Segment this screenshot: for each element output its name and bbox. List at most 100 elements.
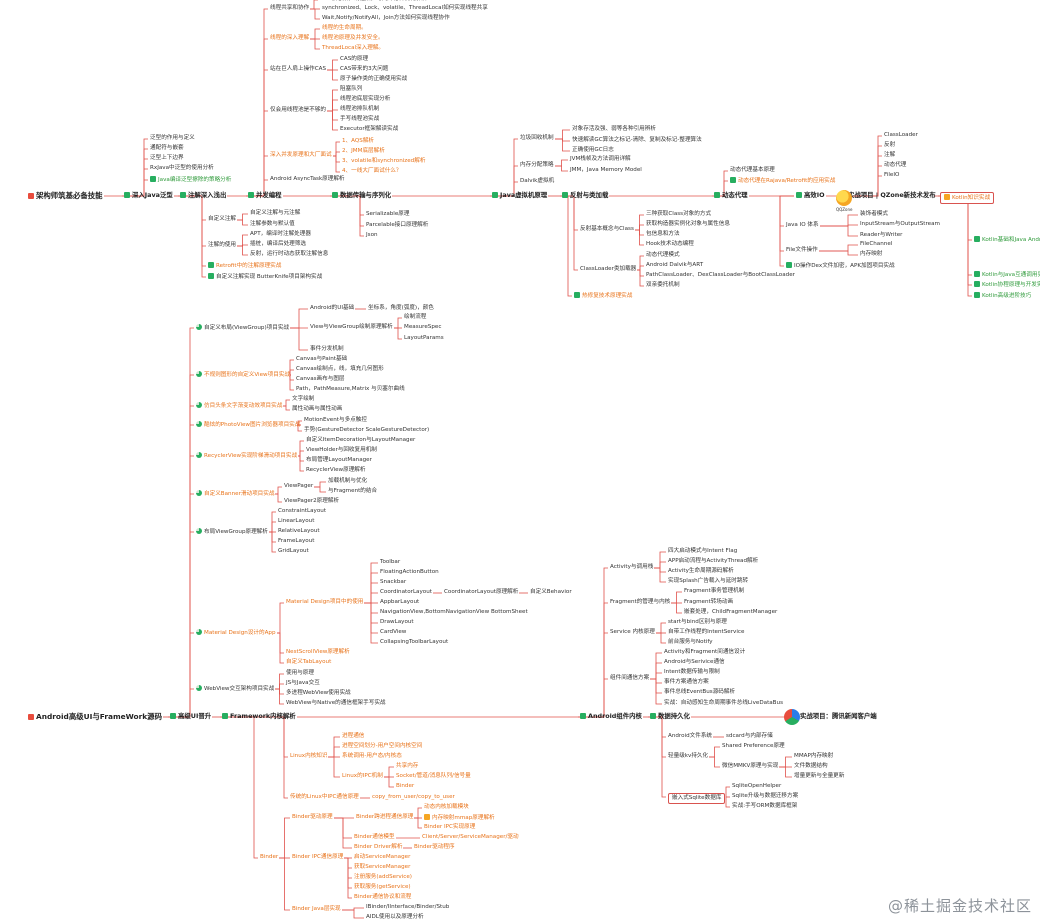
node-label: 手势(GestureDetector ScaleGestureDetector) bbox=[304, 427, 430, 433]
node-f1d1: 共享内存 bbox=[396, 763, 418, 770]
connector-c5-c5c bbox=[333, 155, 340, 163]
node-label: Android与Serivice通信 bbox=[664, 659, 725, 665]
node-label: JVM栈帧及方法调用详解 bbox=[570, 156, 631, 162]
node-label: ClassLoader bbox=[884, 132, 918, 138]
node-label: Android的UI基础 bbox=[310, 305, 355, 311]
connector-u8-u8a bbox=[277, 602, 284, 634]
node-m3c: 前台服务与Notify bbox=[668, 639, 713, 646]
connector-f1-f1d bbox=[328, 756, 340, 778]
connector-r1-r1d bbox=[635, 229, 644, 246]
node-f1d2: Socket/管道/消息队列/信号量 bbox=[396, 773, 471, 780]
node-label: Kotlin知识实战 bbox=[952, 195, 991, 201]
news-app-icon bbox=[784, 709, 800, 725]
connector-u2-u2b bbox=[289, 369, 294, 376]
connector-u3-u3b bbox=[283, 405, 290, 411]
node-u1a1: 坐标系，角度(弧度)，颜色 bbox=[368, 305, 434, 312]
node-c4c: 线程池排队机制 bbox=[340, 106, 379, 113]
node-label: RecyclerView实现阶梯滑动项目实战 bbox=[204, 453, 298, 459]
node-u8a4b: 自定义Behavior bbox=[530, 589, 572, 596]
node-f3d5: Binder通信协议和流程 bbox=[354, 894, 411, 901]
checkbox-icon bbox=[332, 192, 338, 198]
connector-f1d-f1d3 bbox=[384, 776, 394, 788]
node-f1c: 系统调用-用户态/内核态 bbox=[342, 753, 402, 760]
node-root1: 架构师筑基必备技能 bbox=[28, 192, 103, 199]
connector-c2-c2a bbox=[310, 28, 320, 40]
node-u7b: LinearLayout bbox=[278, 518, 314, 525]
node-u8a2: FloatingActionButton bbox=[380, 569, 439, 576]
connector-m0-m1 bbox=[578, 567, 608, 718]
node-label: 进程空间划分-用户空间内核空间 bbox=[342, 743, 423, 749]
node-label: CollapsingToolbarLayout bbox=[380, 639, 449, 645]
node-io2b: 内存映射 bbox=[860, 251, 882, 258]
node-label: CardView bbox=[380, 629, 407, 635]
node-c1a: CPU核心数，线程数，时间片轮转机制解读 bbox=[320, 0, 426, 3]
node-label: ViewPager2原理解析 bbox=[284, 498, 340, 504]
node-label: IO操作Dex文件加密，APK加固项目实战 bbox=[794, 263, 895, 269]
node-label: 轻量级kv持久化 bbox=[668, 753, 709, 759]
node-label: 包信息和方法 bbox=[646, 231, 680, 237]
connector-f3-f3e bbox=[279, 857, 290, 911]
node-label: Kotlin高级进阶技巧 bbox=[982, 293, 1032, 299]
node-m1c: Activity生命周期源码解析 bbox=[668, 568, 734, 575]
node-label: LinearLayout bbox=[278, 518, 315, 524]
node-label: 微信MMKV原理与实现 bbox=[722, 763, 779, 769]
node-label: 泛型上下边界 bbox=[150, 155, 184, 161]
node-j2: 内存分配策略 bbox=[520, 162, 554, 169]
node-label: Shared Preference原理 bbox=[722, 743, 785, 749]
connector-b2-a4 bbox=[178, 195, 206, 278]
node-label: 实战项目：腾讯新闻客户端 bbox=[800, 712, 877, 720]
connector-u1b-u1b3 bbox=[394, 327, 402, 340]
node-r1b: 获取构造器实例化对象与属性信息 bbox=[646, 221, 730, 228]
checkbox-icon bbox=[208, 273, 214, 279]
node-label: FileIO bbox=[884, 172, 900, 178]
node-label: Activity和Fragment间通信设计 bbox=[664, 649, 746, 655]
node-d2b2: 文件数据结构 bbox=[794, 763, 828, 770]
node-label: 架构师筑基必备技能 bbox=[36, 191, 103, 200]
connector-r2-r2b bbox=[637, 265, 644, 271]
node-m4a: Activity和Fragment间通信设计 bbox=[664, 649, 745, 656]
node-label: 事件总线EventBus源码解析 bbox=[664, 689, 736, 695]
node-c3b: CAS带来的3大问题 bbox=[340, 66, 388, 73]
node-q5: FileIO bbox=[884, 172, 899, 179]
node-r3: 热修复技术原理实战 bbox=[574, 292, 632, 300]
progress-pie-icon bbox=[196, 685, 202, 691]
node-label: IBinder/IInterface/Binder/Stub bbox=[366, 904, 450, 910]
node-label: Android组件内核 bbox=[588, 712, 642, 720]
node-g4: RxJava中泛型的使用分析 bbox=[150, 165, 214, 172]
node-label: Binder跨进程通信原理 bbox=[356, 814, 414, 820]
node-label: 内存映射mmap原理解析 bbox=[432, 815, 495, 821]
node-m0: Android组件内核 bbox=[580, 713, 642, 720]
connector-u7-u7d bbox=[269, 531, 276, 543]
connector-m2-m2c bbox=[671, 602, 682, 614]
node-label: 高级UI晋升 bbox=[178, 712, 212, 720]
node-label: 线程的生命周期。 bbox=[322, 25, 367, 31]
node-d3a: SqliteOpenHelper bbox=[732, 783, 781, 790]
connector-u1b-u1b1 bbox=[394, 317, 402, 329]
node-f3b1: Client/Server/ServiceManager/驱动 bbox=[422, 834, 519, 841]
node-c5a: 1、AQS解析 bbox=[342, 138, 374, 145]
node-x0: 实战项目：腾讯新闻客户端 bbox=[800, 713, 877, 720]
node-label: 不规则图形的自定义View项目实战 bbox=[204, 372, 290, 378]
node-u8a7: DrawLayout bbox=[380, 619, 414, 626]
node-d2b: 微信MMKV原理与实现 bbox=[722, 763, 778, 770]
node-label: RecyclerView原理解析 bbox=[306, 467, 366, 473]
node-label: Material Design设计的App bbox=[204, 630, 276, 636]
node-s3: Json bbox=[366, 232, 378, 239]
node-f3c: Binder Driver解析 bbox=[354, 844, 402, 851]
node-label: 嵌套处理，ChildFragmentManager bbox=[684, 609, 778, 615]
node-u6a: ViewPager bbox=[284, 483, 313, 490]
node-k2: Kotlin与Java互通调用实战 bbox=[974, 271, 1040, 279]
node-c3: 站在巨人肩上操作CAS bbox=[270, 66, 326, 73]
connector-c4-c4b bbox=[327, 99, 338, 112]
node-u2c: Canvas画布与图层 bbox=[296, 376, 345, 383]
node-label: 阻塞队列 bbox=[340, 86, 363, 92]
node-label: Binder IPC实现原理 bbox=[424, 824, 476, 830]
node-r2: ClassLoader类加载器 bbox=[580, 266, 636, 273]
connector-u5-u5c bbox=[298, 455, 304, 462]
connector-u6a-u6a2 bbox=[314, 486, 326, 493]
node-u5c: 布局管理LayoutManager bbox=[306, 457, 372, 464]
node-u5a: 自定义ItemDecoration与LayoutManager bbox=[306, 437, 415, 444]
node-u7: 布局ViewGroup原理解析 bbox=[196, 528, 268, 536]
node-label: 共享内存 bbox=[396, 763, 419, 769]
node-m1: Activity与调用栈 bbox=[610, 564, 653, 571]
